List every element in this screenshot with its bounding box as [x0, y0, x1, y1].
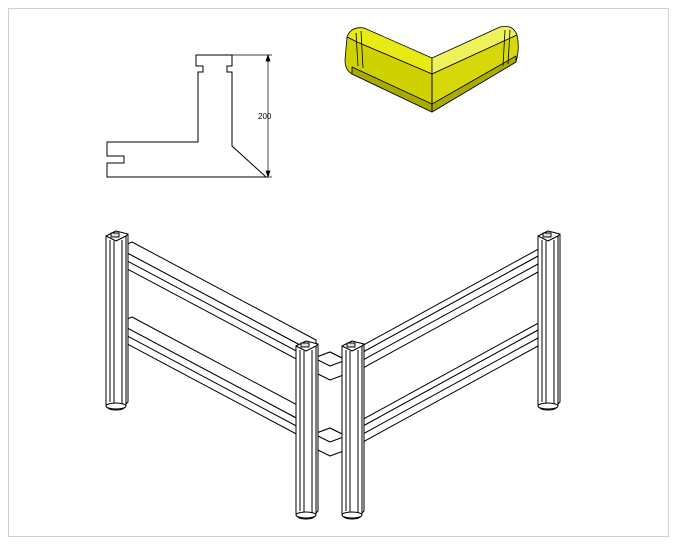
corner-guard-3d — [344, 25, 519, 113]
railing-assembly — [105, 230, 561, 520]
dimension-200 — [232, 53, 272, 179]
dimension-label: 200 — [258, 112, 272, 121]
corner-guard-profile — [106, 54, 268, 178]
